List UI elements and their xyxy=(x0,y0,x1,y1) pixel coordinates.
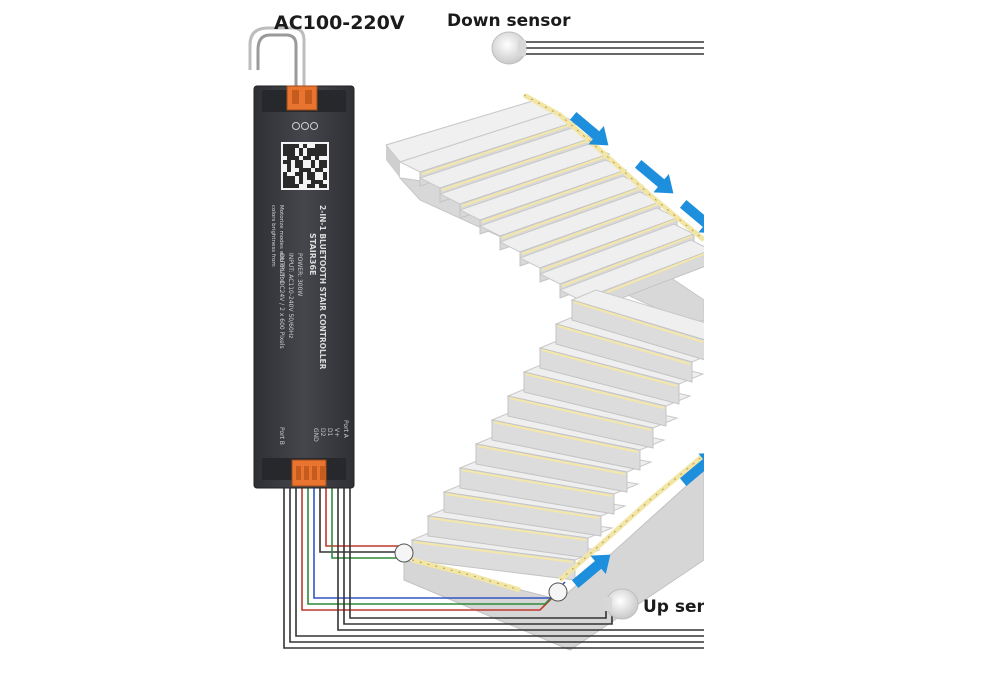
power-terminal xyxy=(286,85,318,111)
down-sensor-icon xyxy=(491,31,527,65)
model-text: STAIR36E xyxy=(308,233,317,276)
qr-code-icon xyxy=(281,142,329,190)
down-sensor-label: Down sensor xyxy=(447,11,571,31)
pin-v-label: V+ xyxy=(333,428,340,437)
power-label: AC100-220V xyxy=(274,12,405,34)
power-spec-text: POWER: 300W xyxy=(296,253,303,296)
note-line1-text: Motorize modes with 60-300 xyxy=(278,205,284,284)
port-b-label: Port B xyxy=(278,427,285,445)
direction-arrows xyxy=(569,112,719,588)
cert-icon xyxy=(301,122,309,130)
arrow-up-4 xyxy=(571,554,611,588)
pin-gnd-label: GND xyxy=(312,428,319,442)
arrow-up-2 xyxy=(634,160,674,194)
up-sensor-label: Up sen xyxy=(643,597,709,617)
output-spec-text: OUTPUT: DC24V / 2 x 600 Pixels xyxy=(278,253,285,349)
upper-stair-flight xyxy=(385,99,713,331)
arrow-up-1 xyxy=(569,112,609,146)
strip-connector-b xyxy=(394,543,414,563)
stair-controller: 2-IN-1 BLUETOOTH STAIR CONTROLLER STAIR3… xyxy=(253,85,355,489)
pin-d2-label: D2 xyxy=(319,428,326,437)
stair-step xyxy=(570,289,731,361)
product-line-text: 2-IN-1 BLUETOOTH STAIR CONTROLLER xyxy=(318,205,327,370)
input-spec-text: INPUT: AC110-240V 50/60Hz xyxy=(287,253,294,338)
strip-connector-a xyxy=(548,582,568,602)
up-sensor-icon xyxy=(604,588,639,620)
port-a-label: Port A xyxy=(342,420,349,439)
cert-icon xyxy=(292,122,300,130)
led-strip-upper xyxy=(522,92,706,242)
note-line2-text: colors brightness from xyxy=(270,205,276,267)
cert-icon xyxy=(310,122,318,130)
led-strip-lower xyxy=(411,453,706,593)
pin-d1-label: D1 xyxy=(326,428,333,437)
